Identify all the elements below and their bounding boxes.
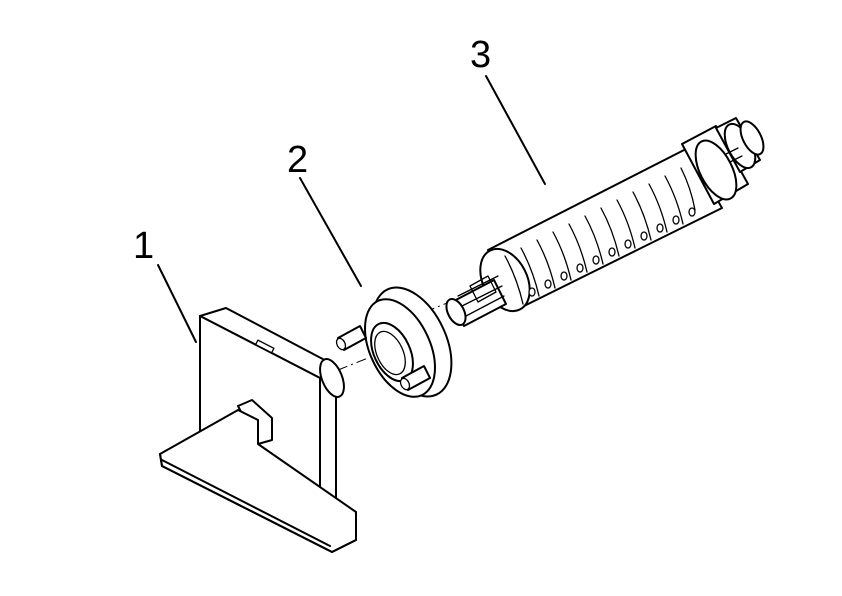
callout-3-label: 3 bbox=[470, 34, 491, 76]
part-1-lever-handle bbox=[159, 307, 357, 553]
callout-2-label: 2 bbox=[287, 139, 308, 181]
callout-1-label: 1 bbox=[133, 225, 154, 267]
part-3-spring-cartridge bbox=[445, 117, 765, 327]
spring-coil-ends bbox=[528, 207, 696, 297]
callout-1: 1 bbox=[133, 225, 197, 343]
fixing-pin-lower bbox=[399, 365, 431, 391]
fixing-pin-upper bbox=[335, 325, 367, 351]
spring-coils bbox=[504, 167, 696, 305]
callout-2: 2 bbox=[287, 139, 362, 287]
callout-3: 3 bbox=[470, 34, 546, 185]
part-2-rosette-plate bbox=[335, 286, 453, 398]
